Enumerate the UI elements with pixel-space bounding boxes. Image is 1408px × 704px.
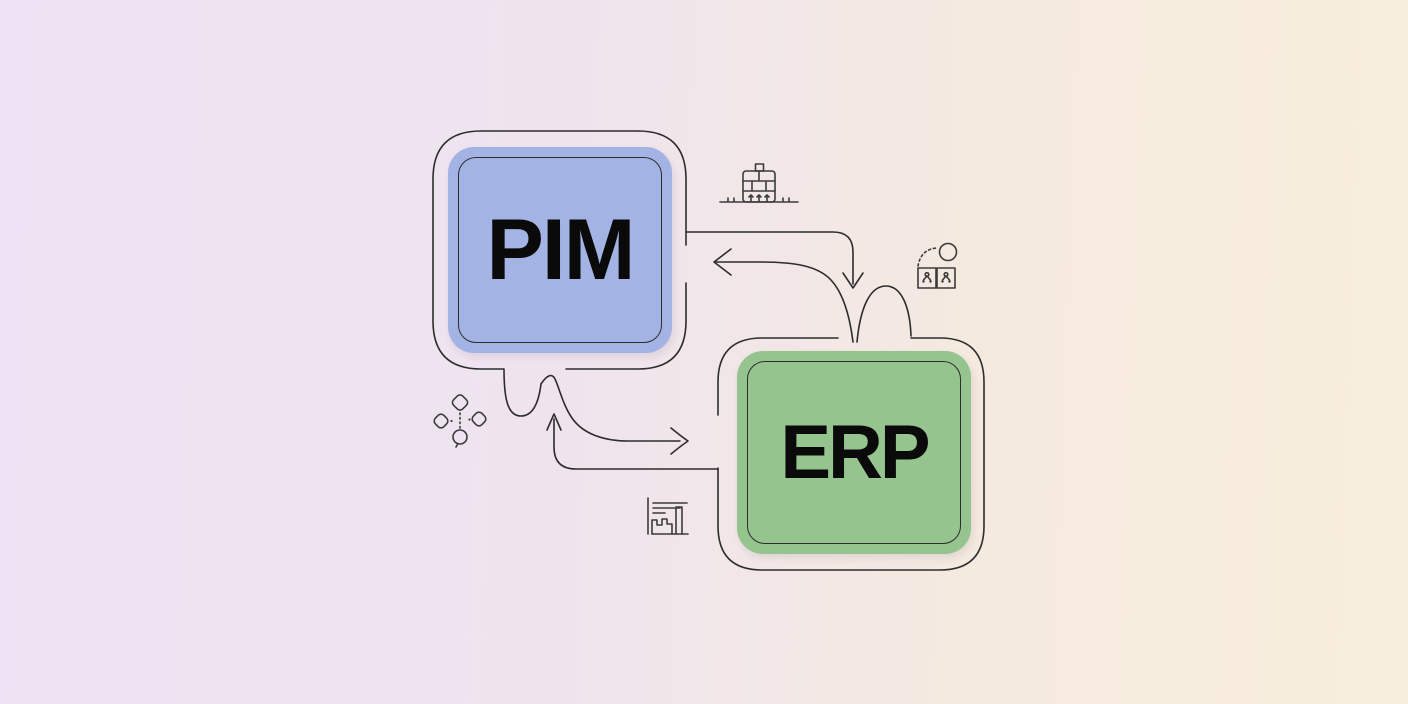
arrow-pim-to-erp-top: [685, 231, 854, 285]
warehouse-stack-icon: [716, 158, 802, 208]
erp-node: ERP: [737, 351, 971, 554]
arrow-pim-to-erp-bottom: [540, 374, 681, 442]
erp-label: ERP: [780, 409, 930, 495]
erp-top-arch: [856, 285, 912, 343]
erp-inner-outline: ERP: [747, 361, 961, 544]
pim-label: PIM: [486, 202, 636, 298]
sync-mapping-icon: [904, 236, 964, 296]
arrow-erp-to-pim-return: [715, 261, 854, 343]
arrow-up-into-pim-bottom: [553, 418, 719, 470]
arrow-up-into-pim-bottom-head: [546, 413, 562, 431]
distribution-icon: [428, 392, 492, 452]
arrow-pim-to-erp-bottom-head: [670, 427, 689, 455]
pim-node: PIM: [448, 147, 672, 353]
bar-chart-icon: [642, 494, 694, 538]
arrow-pim-to-erp-top-head: [842, 272, 864, 289]
arrow-erp-to-pim-return-head: [713, 248, 732, 276]
pim-inner-outline: PIM: [458, 157, 662, 343]
